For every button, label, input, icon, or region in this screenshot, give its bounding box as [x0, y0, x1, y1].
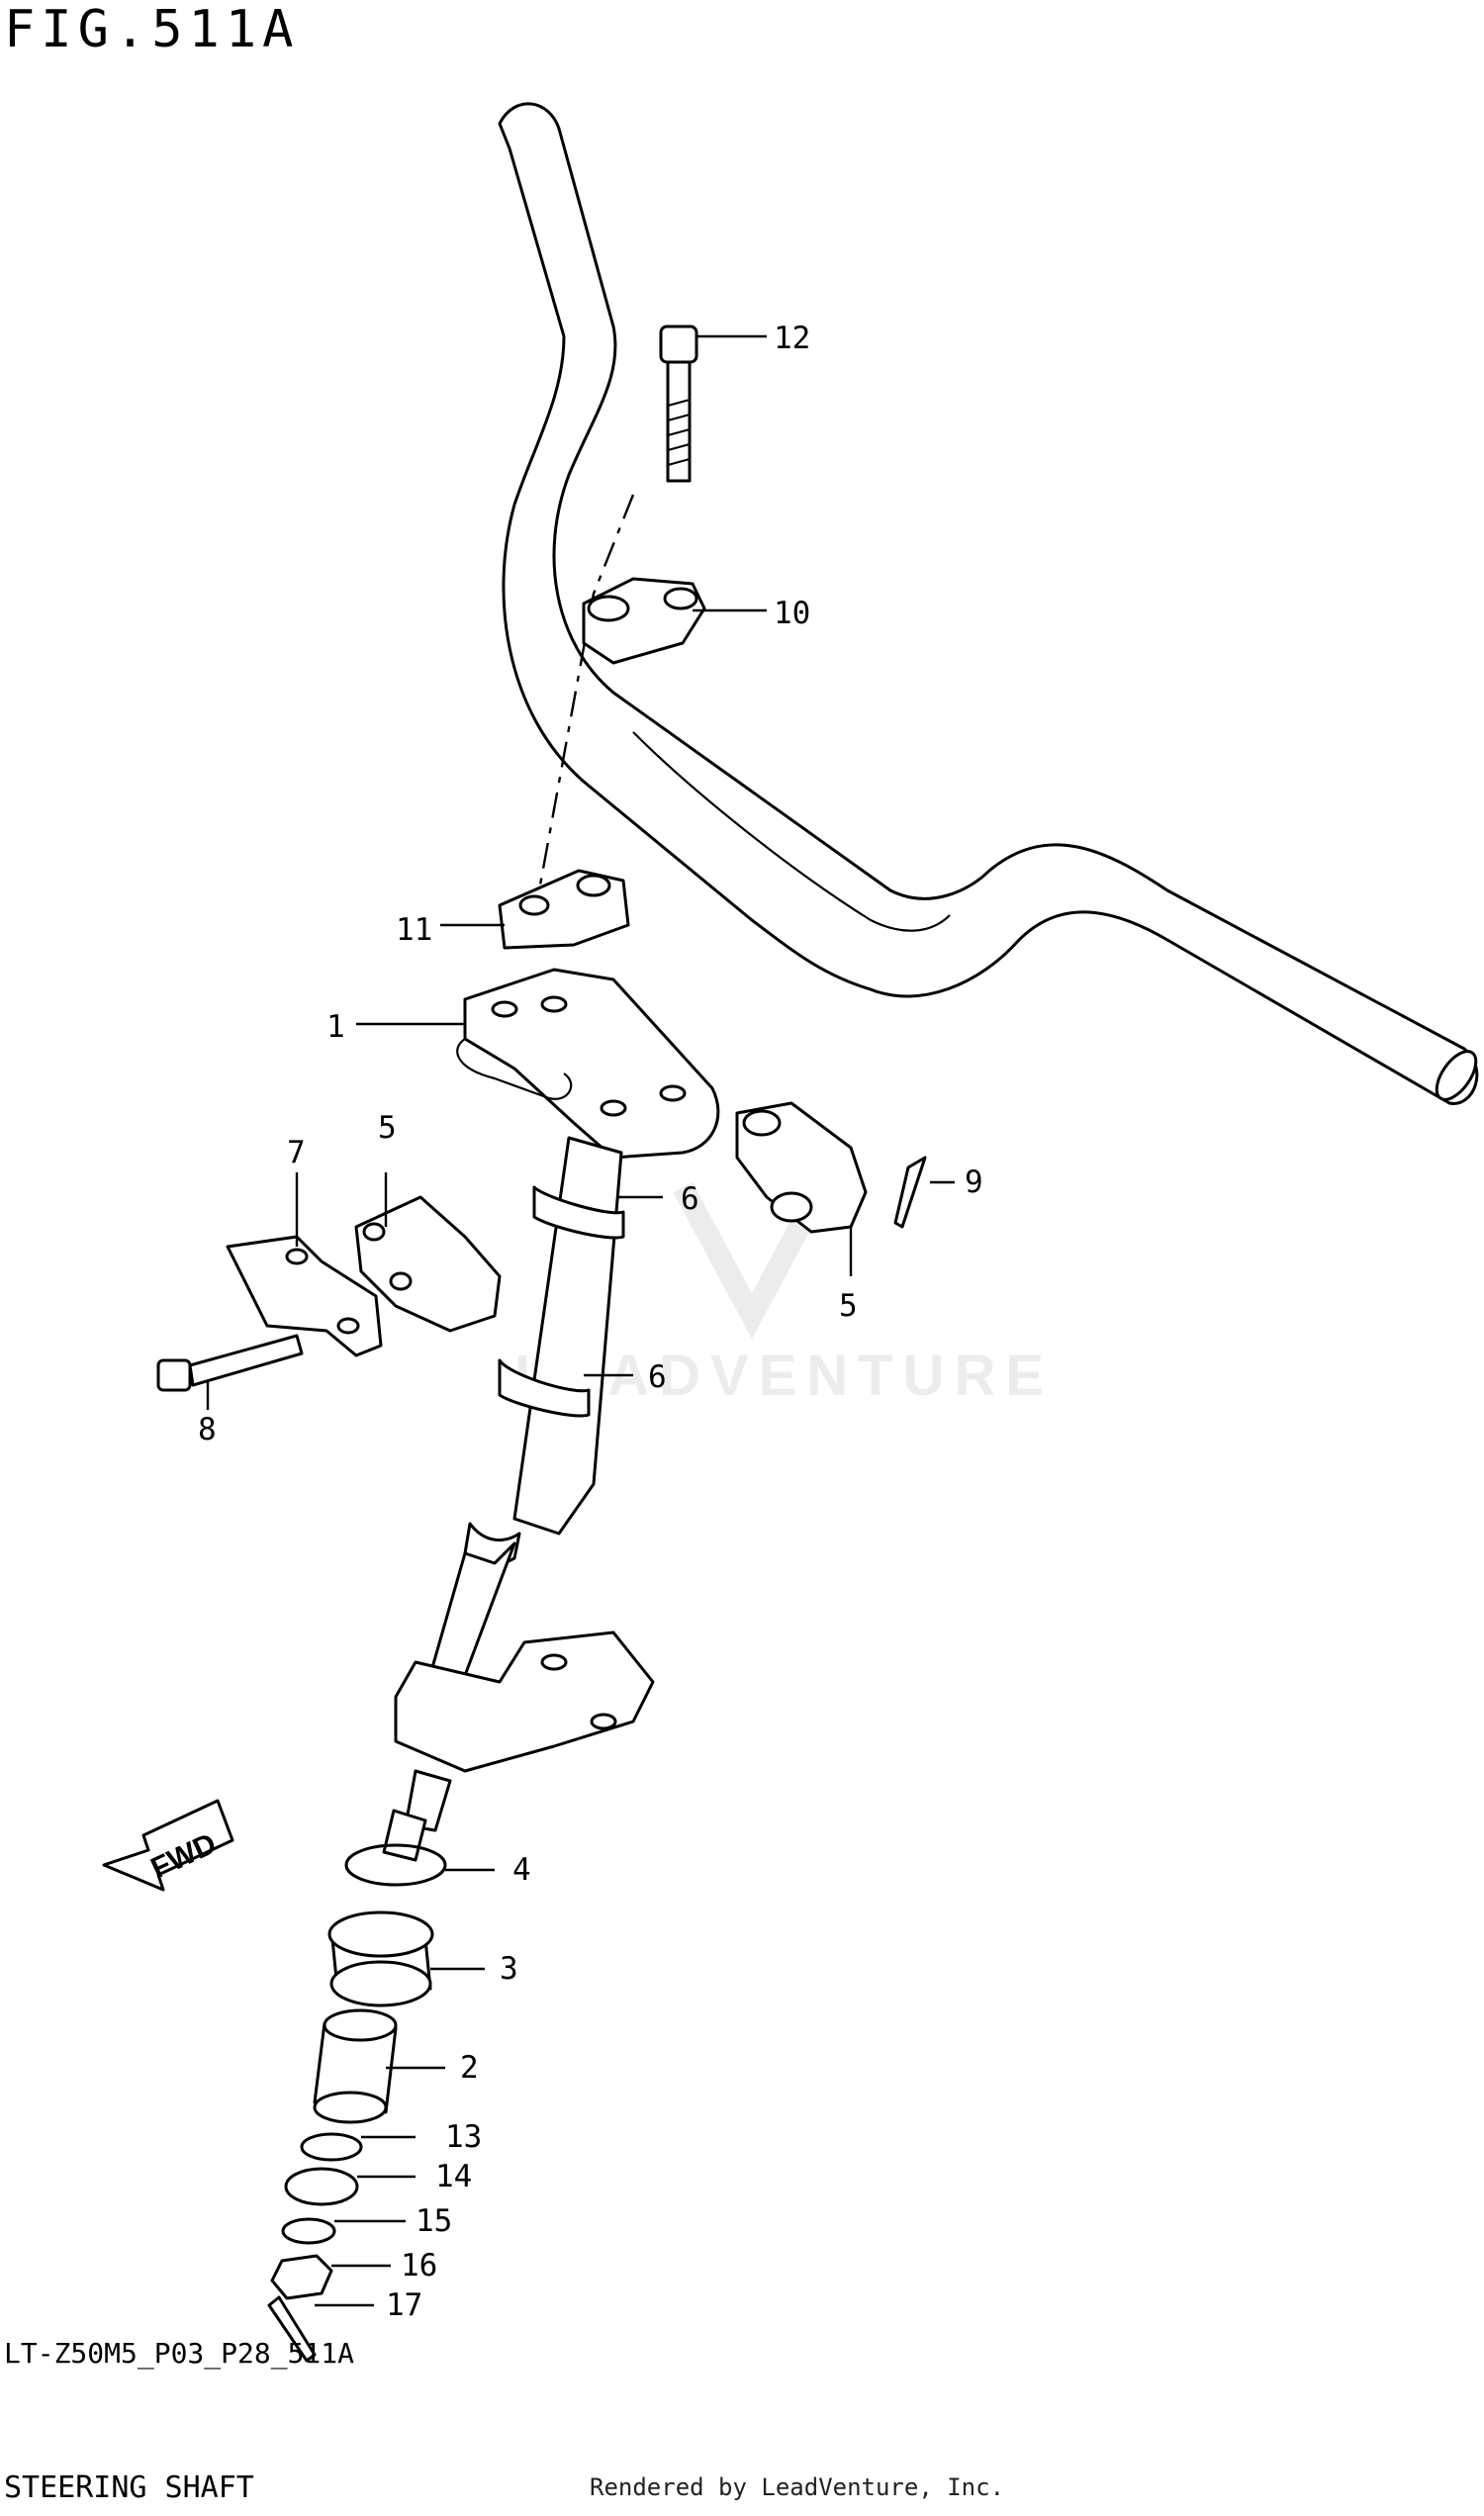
cotter-pin-17	[267, 2295, 317, 2363]
callout-8: 8	[198, 1412, 217, 1447]
callout-6-upper: 6	[681, 1181, 699, 1217]
figure-caption: STEERING SHAFT	[4, 2470, 254, 2505]
washer-13	[300, 2132, 363, 2162]
callout-17: 17	[386, 2287, 422, 2323]
shaft-holder-5-right	[735, 1101, 868, 1234]
callouts: 12 10 11 1 7 5 6 6 5 9 8 4 3 2 13 14 15 …	[198, 321, 983, 2323]
steering-shaft-1	[394, 968, 720, 1832]
callout-5-right: 5	[839, 1288, 858, 1324]
assembly-line-12	[537, 494, 635, 891]
callout-4: 4	[512, 1852, 531, 1888]
callout-9: 9	[965, 1165, 983, 1200]
washer-14	[284, 2167, 359, 2206]
leader-lines	[206, 334, 955, 2307]
callout-13: 13	[445, 2119, 482, 2155]
callout-15: 15	[416, 2203, 452, 2239]
figure-title: FIG.511A	[4, 0, 300, 59]
seal-holder-3	[327, 1910, 434, 2007]
callout-10: 10	[774, 596, 810, 631]
fwd-arrow: FWD	[102, 1799, 234, 1892]
callout-5-left: 5	[378, 1110, 397, 1146]
bushing-2	[313, 2008, 398, 2124]
cotter-pin-9	[893, 1156, 927, 1229]
callout-6-lower: 6	[648, 1359, 667, 1395]
callout-3: 3	[500, 1951, 518, 1987]
callout-11: 11	[396, 912, 432, 948]
thread-end	[382, 1809, 427, 1862]
lower-clamp-11	[498, 869, 630, 950]
callout-2: 2	[460, 2050, 479, 2086]
callout-7: 7	[287, 1135, 306, 1170]
lock-plate-7	[226, 1235, 383, 1357]
washer-15	[281, 2217, 336, 2245]
o-ring-4	[344, 1843, 447, 1887]
upper-clamp-10	[582, 577, 706, 665]
callout-12: 12	[774, 321, 810, 356]
rendered-by-credit: Rendered by LeadVenture, Inc.	[590, 2473, 1005, 2501]
shaft-holder-5-left	[354, 1195, 502, 1333]
callout-1: 1	[326, 1009, 345, 1045]
nut-16	[270, 2254, 333, 2300]
bolt-8	[156, 1334, 304, 1392]
callout-16: 16	[401, 2248, 437, 2283]
callout-14: 14	[435, 2159, 472, 2194]
clamp-bolt-12	[659, 325, 698, 483]
handlebar	[498, 102, 1479, 1105]
model-code: LT-Z50M5_P03_P28_511A	[4, 2337, 355, 2370]
